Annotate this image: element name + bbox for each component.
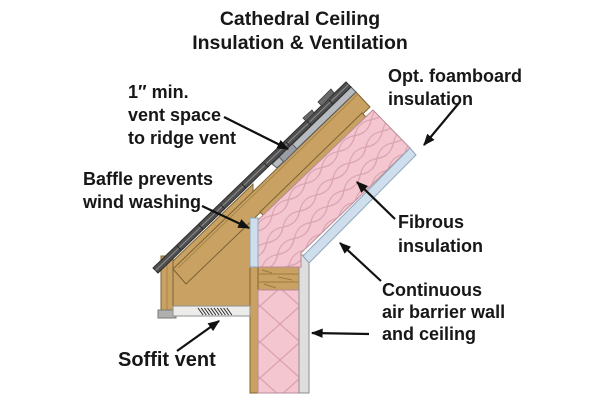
label-fibrous-line1: Fibrous	[398, 212, 464, 232]
label-vent-space-line1: 1″ min.	[128, 82, 189, 102]
label-soffit-vent-line1: Soffit vent	[118, 349, 216, 371]
roof-sheathing-line	[177, 93, 359, 269]
wall-drywall-air-barrier	[298, 254, 310, 394]
wall-sheathing	[249, 265, 259, 394]
arrow-air-barrier-wall	[310, 328, 370, 338]
ridge-vent-tab-1	[317, 88, 335, 107]
label-vent-space-line2: vent space	[128, 105, 222, 125]
diagram-title-line1: Cathedral Ceiling	[219, 8, 381, 30]
label-baffle-line1: Baffle prevents	[83, 169, 214, 189]
wall-top-plate-grain	[258, 269, 301, 289]
roof-rafter-band	[172, 91, 371, 285]
label-baffle: Baffle prevents wind washing	[83, 168, 213, 214]
label-baffle-line2: wind washing	[83, 192, 202, 212]
arrow-air-barrier-ceiling	[339, 242, 382, 282]
label-foamboard-line2: insulation	[388, 89, 473, 109]
arrow-baffle	[201, 205, 251, 229]
soffit-vent-strip	[172, 305, 251, 317]
label-foamboard-line1: Opt. foamboard	[388, 66, 522, 86]
roof-shingles-highlight	[155, 84, 349, 271]
label-air-barrier: Continuous air barrier wall and ceiling	[382, 279, 505, 345]
wall-insulation	[257, 289, 300, 394]
diagram-title: Cathedral Ceiling Insulation & Ventilati…	[0, 7, 600, 55]
label-air-barrier-line1: Continuous	[382, 280, 482, 300]
label-air-barrier-line2: air barrier wall	[382, 302, 506, 322]
arrow-soffit-vent	[176, 320, 220, 352]
label-fibrous-line2: insulation	[398, 236, 483, 256]
foamboard-air-barrier-strip	[302, 147, 417, 264]
arrow-fibrous	[356, 181, 396, 220]
diagram-title-line2: Insulation & Ventilation	[192, 32, 408, 54]
eave-wind-baffle	[249, 217, 259, 268]
label-soffit-vent: Soffit vent	[118, 349, 216, 372]
soffit-vent-hatch	[197, 307, 233, 316]
arrow-vent-space	[223, 116, 290, 150]
ridge-vent-tab-2	[302, 109, 315, 122]
wall-top-plate	[257, 265, 302, 291]
label-fibrous: Fibrous insulation	[398, 210, 483, 258]
arrow-foamboard	[423, 102, 460, 146]
label-foamboard: Opt. foamboard insulation	[388, 65, 522, 111]
label-vent-space-line3: to ridge vent	[128, 128, 237, 148]
label-air-barrier-line3: and ceiling	[382, 324, 477, 344]
label-vent-space: 1″ min. vent space to ridge vent	[128, 81, 236, 150]
